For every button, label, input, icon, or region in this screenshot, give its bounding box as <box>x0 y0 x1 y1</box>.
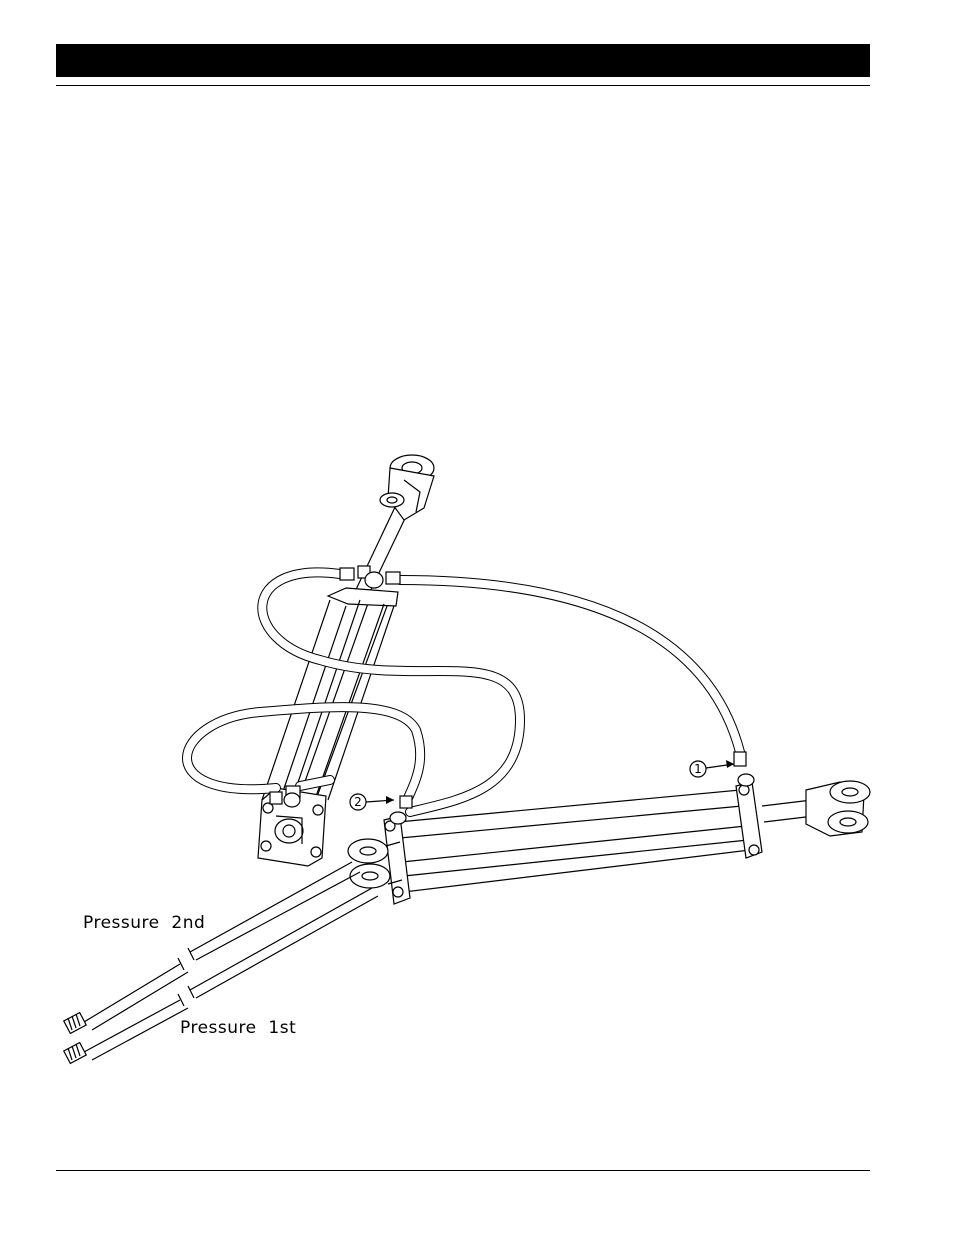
callout-2: 2 <box>350 794 394 810</box>
callout-1: 1 <box>690 760 734 777</box>
footer-rule <box>56 1170 870 1171</box>
lower-cylinder <box>348 781 870 904</box>
callout-1-number: 1 <box>694 762 702 776</box>
callout-2-number: 2 <box>354 795 362 809</box>
header-bar <box>56 44 870 77</box>
header-rule <box>56 85 870 86</box>
label-pressure-1st: Pressure 1st <box>180 1018 296 1038</box>
hydraulic-cylinder-diagram: 1 2 Pressure 2nd Pressure 1st <box>40 430 900 1090</box>
label-pressure-2nd: Pressure 2nd <box>83 913 205 933</box>
